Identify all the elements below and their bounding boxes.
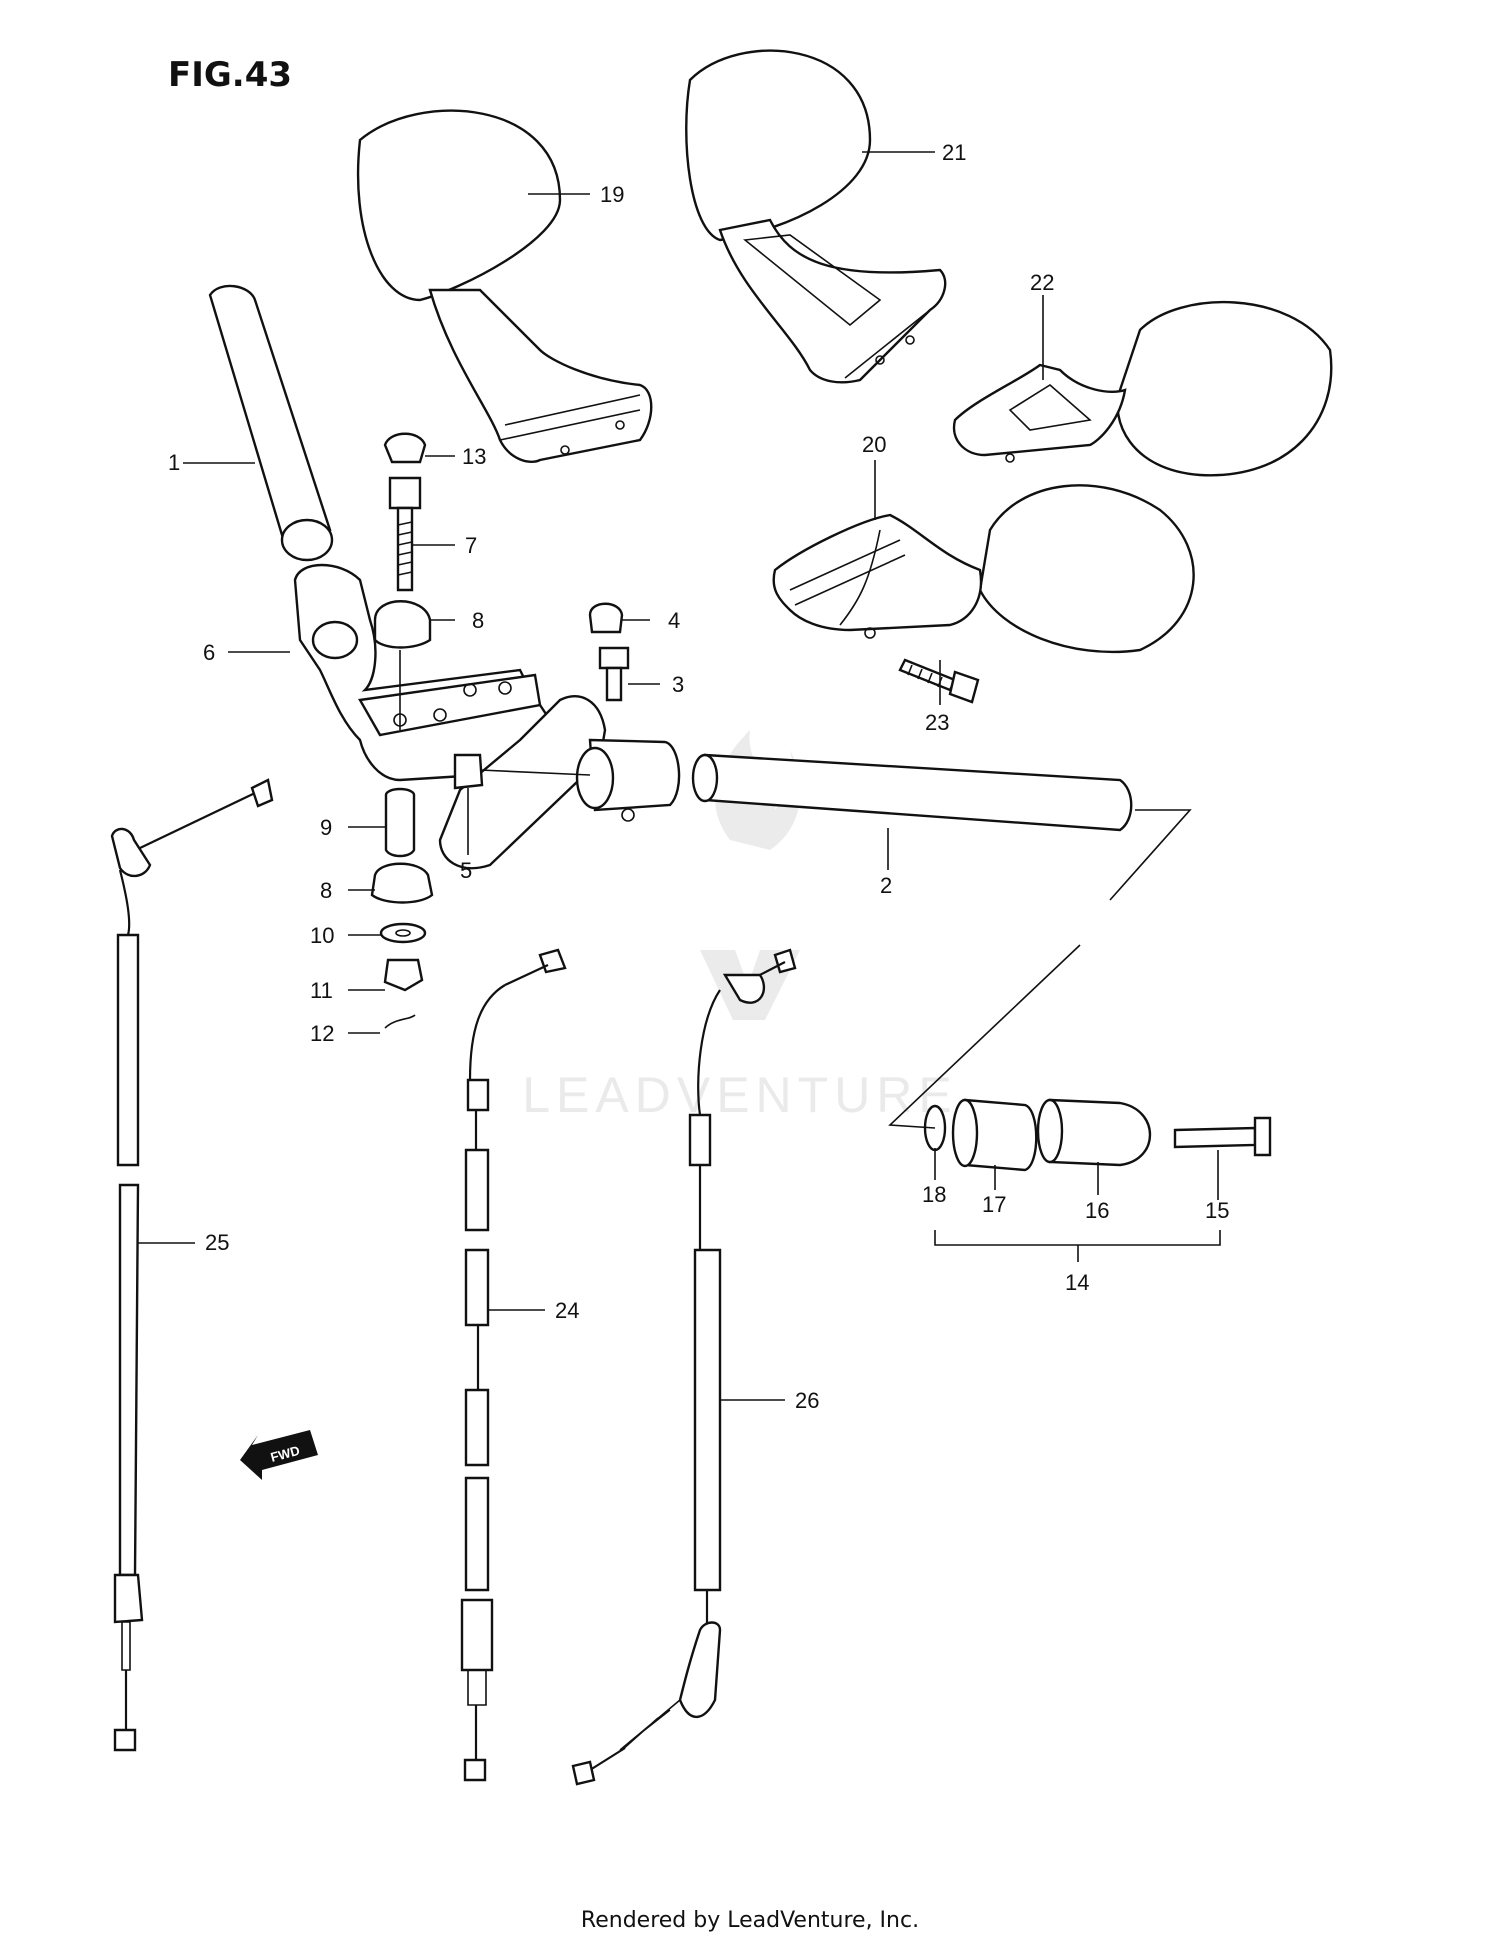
- callout-25: 25: [205, 1230, 229, 1255]
- spacer-9: [384, 787, 416, 858]
- bolt-7: [388, 476, 422, 592]
- bolt-23: [898, 658, 980, 704]
- mirror-22: [952, 300, 1333, 477]
- rubber-8-bottom: [370, 862, 434, 904]
- balancer-screw-15: [1173, 1116, 1272, 1157]
- mirror-21: [685, 49, 947, 384]
- rubber-8-top: [373, 600, 432, 730]
- mirror-19: [356, 109, 653, 463]
- callout-12: 12: [310, 1021, 334, 1046]
- callout-4: 4: [668, 608, 680, 633]
- handlebar-right-2: [691, 753, 1133, 832]
- callout-16: 16: [1085, 1198, 1109, 1223]
- callouts: 19 21 22 20 1 13 7 8 4 3 6 5 2 9 8 10 11…: [168, 140, 1229, 1413]
- callout-24: 24: [555, 1298, 579, 1323]
- mirror-20: [772, 484, 1195, 654]
- callout-18: 18: [922, 1182, 946, 1207]
- guide-line-top: [1109, 809, 1192, 901]
- handlebar-clamp-right: [438, 695, 681, 870]
- callout-13: 13: [462, 444, 486, 469]
- bolt-3: [598, 646, 630, 702]
- callout-9: 9: [320, 815, 332, 840]
- callout-1: 1: [168, 450, 180, 475]
- cap-4: [588, 602, 624, 634]
- callout-26: 26: [795, 1388, 819, 1413]
- cable-25: [110, 778, 274, 1752]
- cable-24: [460, 948, 567, 1782]
- leader-lines: [138, 151, 1219, 1401]
- callout-5: 5: [460, 858, 472, 883]
- callout-21: 21: [942, 140, 966, 165]
- handlebar-left-1: [208, 284, 334, 562]
- callout-23: 23: [925, 710, 949, 735]
- callout-11: 11: [310, 978, 333, 1003]
- fwd-arrow-icon: FWD: [240, 1430, 318, 1480]
- washer-10: [379, 922, 427, 944]
- balancer-weight-16: [1036, 1098, 1152, 1167]
- nut-11: [383, 958, 424, 992]
- balancer-inner-17: [951, 1098, 1038, 1172]
- figure-title: FIG.43: [168, 55, 292, 95]
- footer-credit: Rendered by LeadVenture, Inc.: [581, 1908, 919, 1933]
- cap-13: [383, 432, 427, 464]
- callout-8-top: 8: [472, 608, 484, 633]
- callout-8-bottom: 8: [320, 878, 332, 903]
- callout-3: 3: [672, 672, 684, 697]
- callout-7: 7: [465, 533, 477, 558]
- callout-10: 10: [310, 923, 334, 948]
- cable-26: [571, 948, 797, 1786]
- callout-17: 17: [982, 1192, 1006, 1217]
- bracket-14: [934, 1230, 1221, 1246]
- callout-19: 19: [600, 182, 624, 207]
- callout-20: 20: [862, 432, 886, 457]
- bolt-5: [453, 753, 591, 790]
- clip-12: [384, 1014, 416, 1029]
- callout-2: 2: [880, 873, 892, 898]
- callout-6: 6: [203, 640, 215, 665]
- callout-22: 22: [1030, 270, 1054, 295]
- guide-line-bottom: [888, 944, 1081, 1129]
- fwd-label: FWD: [269, 1443, 301, 1465]
- callout-14: 14: [1065, 1270, 1089, 1295]
- watermark-text: LEADVENTURE: [522, 1067, 958, 1123]
- callout-15: 15: [1205, 1198, 1229, 1223]
